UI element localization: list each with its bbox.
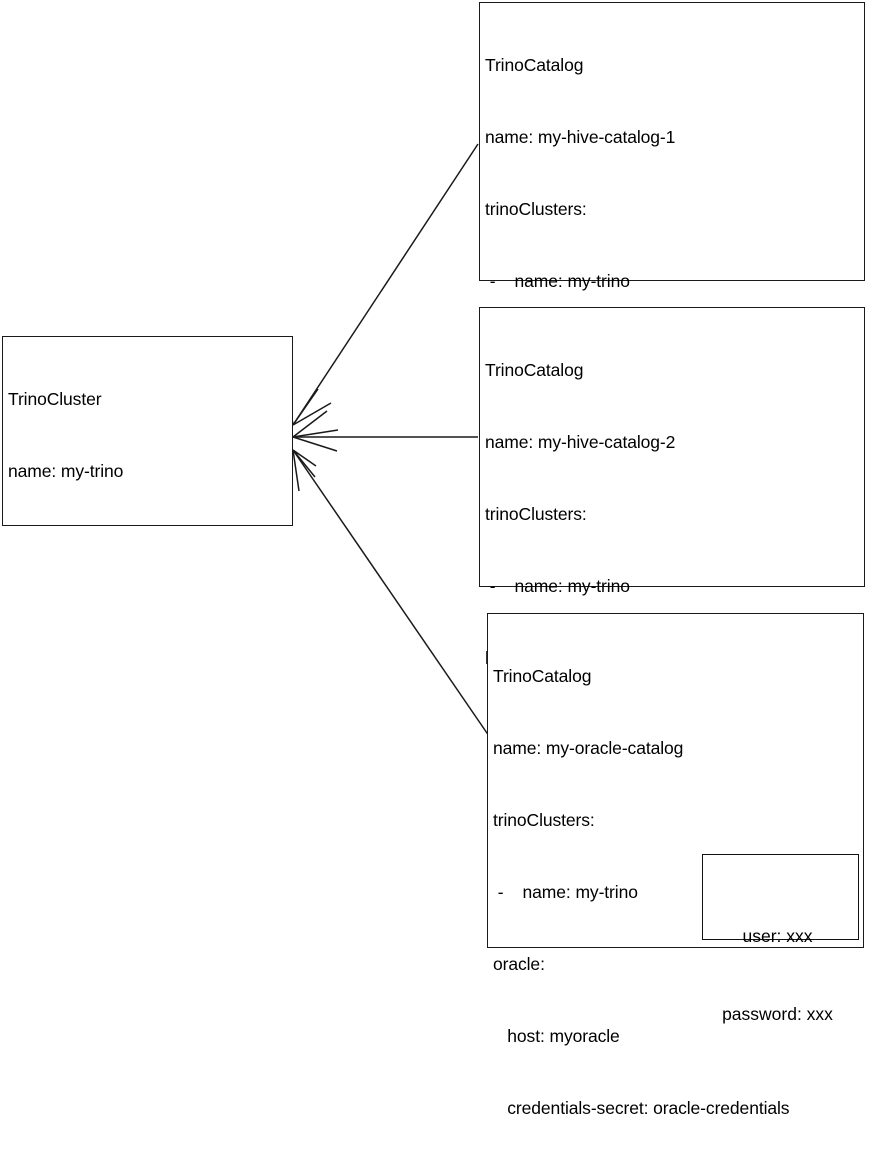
node-line: name: my-trino xyxy=(8,461,124,481)
node-line: name: my-hive-catalog-2 xyxy=(485,432,676,452)
node-credentials-secret[interactable]: user: xxx password: xxx xyxy=(702,854,859,1024)
node-trino-cluster[interactable]: TrinoCluster name: my-trino xyxy=(2,336,293,526)
node-line: - name: my-trino xyxy=(485,271,630,291)
node-line: credentials-secret: oracle-credentials xyxy=(493,1098,790,1118)
arrowhead-catalog3 xyxy=(292,449,317,492)
node-line: - name: my-trino xyxy=(485,576,630,596)
node-trino-catalog-oracle[interactable]: TrinoCatalog name: my-oracle-catalog tri… xyxy=(487,613,864,1118)
node-line: TrinoCatalog xyxy=(485,360,584,380)
node-line: trinoClusters: xyxy=(485,199,587,219)
node-line: trinoClusters: xyxy=(485,504,587,524)
node-line: password: xxx xyxy=(722,1004,833,1024)
node-trino-catalog-hive-2[interactable]: TrinoCatalog name: my-hive-catalog-2 tri… xyxy=(479,307,865,884)
node-line: TrinoCatalog xyxy=(493,666,592,686)
node-trino-catalog-hive-1[interactable]: TrinoCatalog name: my-hive-catalog-1 tri… xyxy=(479,2,865,651)
node-line: name: my-oracle-catalog xyxy=(493,738,684,758)
node-line: trinoClusters: xyxy=(493,810,595,830)
edge-catalog1-to-cluster xyxy=(292,143,479,426)
node-line: - name: my-trino xyxy=(493,882,638,902)
node-trino-cluster-body: TrinoCluster name: my-trino xyxy=(8,339,288,531)
arrowhead-catalog2 xyxy=(292,410,339,452)
diagram-canvas: TrinoCluster name: my-trino TrinoCatalog… xyxy=(2,2,865,1118)
edge-catalog3-to-cluster xyxy=(292,449,490,737)
node-line: TrinoCatalog xyxy=(485,55,584,75)
node-line: name: my-hive-catalog-1 xyxy=(485,127,676,147)
node-credentials-secret-body: user: xxx password: xxx xyxy=(703,871,852,1079)
node-line: TrinoCluster xyxy=(8,389,102,409)
arrowhead-catalog1 xyxy=(286,384,332,426)
node-line: user: xxx xyxy=(742,926,813,946)
